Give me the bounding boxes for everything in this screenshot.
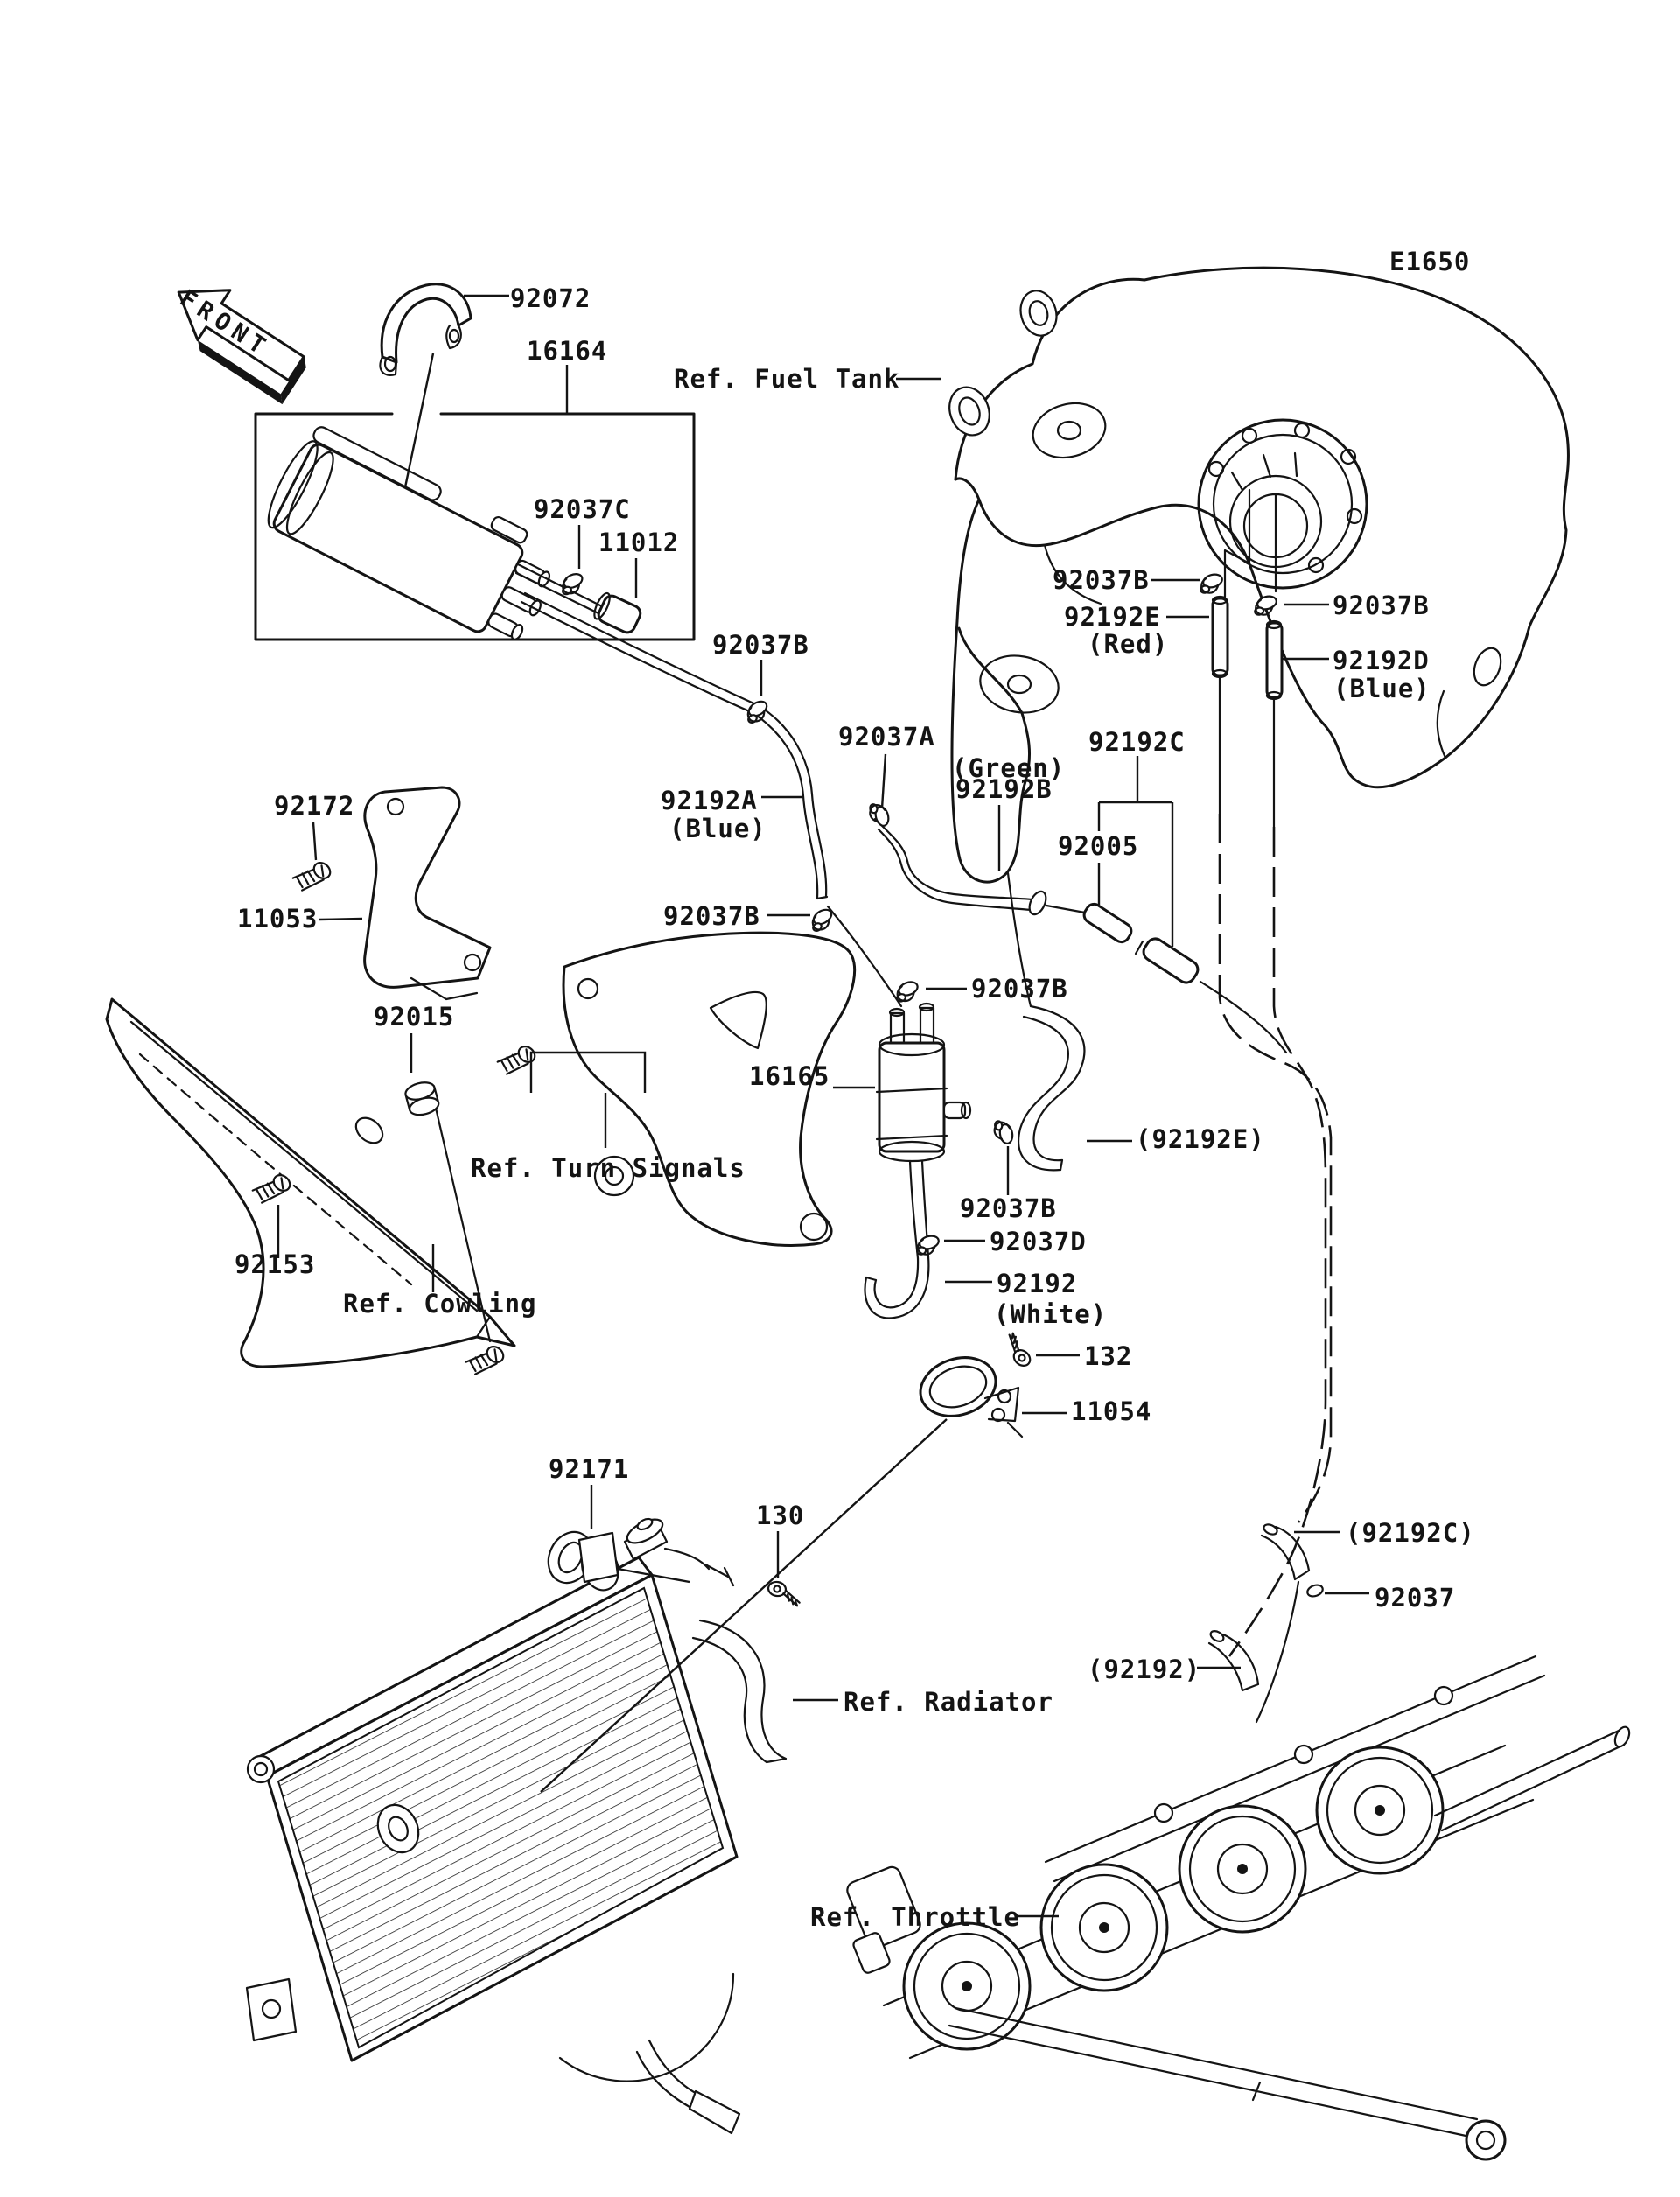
part-label-92037d: 92037D [990, 1227, 1087, 1256]
clamp-92037b-5-icon [892, 978, 922, 1005]
color-label-green: (Green) [952, 753, 1065, 783]
part-label-92037b-2: 92037B [1053, 565, 1150, 595]
bolt-130-icon [765, 1579, 804, 1607]
hose-92192-white [864, 1255, 930, 1319]
ref-throttle-label: Ref. Throttle [810, 1902, 1020, 1932]
clamp-92037b-6-icon [991, 1117, 1015, 1147]
color-label-blue-a: (Blue) [669, 814, 766, 843]
clamp-92037a-icon [866, 800, 892, 829]
throttle-assembly-drawing [846, 1655, 1631, 2161]
part-label-92037a: 92037A [838, 722, 935, 752]
ref-turn-signals-label: Ref. Turn Signals [471, 1153, 746, 1183]
screw-92153-icon [249, 1165, 294, 1212]
part-label-130: 130 [756, 1501, 804, 1530]
tube-92192d-blue [1265, 619, 1284, 701]
radiator-cap [623, 1517, 735, 1587]
hose-92192c-ref-drawing [1260, 1523, 1324, 1598]
fastener-icons [249, 570, 1280, 1607]
canister-assembly-drawing [267, 426, 760, 715]
hidden-hose-lines [1218, 676, 1333, 1724]
part-label-92037b-3: 92037B [1333, 591, 1430, 620]
part-label-11012: 11012 [598, 528, 679, 557]
part-label-92192a: 92192A [661, 786, 758, 815]
part-label-92015: 92015 [374, 1002, 454, 1032]
holder-bracket-92072-drawing [379, 283, 472, 376]
pipe-holder-11054-drawing [919, 1331, 1039, 1438]
hose-92192a-blue [752, 703, 829, 900]
color-label-blue-d: (Blue) [1334, 674, 1431, 703]
part-label-92192c-ref: (92192C) [1346, 1518, 1475, 1548]
part-label-92153: 92153 [234, 1249, 315, 1279]
part-label-92192-ref: (92192) [1088, 1655, 1200, 1684]
clamp-92037b-3-icon [1250, 593, 1280, 619]
part-label-11054: 11054 [1071, 1396, 1152, 1426]
part-label-16164: 16164 [527, 336, 607, 366]
part-label-92171: 92171 [549, 1454, 629, 1484]
clamp-92037d-icon [913, 1233, 942, 1258]
bushing-92015-icon [404, 1081, 440, 1116]
part-label-92037b-4: 92037B [663, 901, 760, 931]
main-stay-11053-drawing [363, 786, 492, 1001]
part-label-92037b-6: 92037B [960, 1193, 1057, 1223]
hose-92192e [1006, 871, 1086, 1172]
part-label-92192b: 92192B [956, 774, 1053, 804]
ref-cowling-label: Ref. Cowling [343, 1289, 537, 1319]
hose-92192-ref-drawing [1208, 1630, 1260, 1692]
ref-radiator-label: Ref. Radiator [844, 1687, 1054, 1717]
cowling-drawing [105, 997, 516, 1368]
radiator-drawing [245, 1517, 788, 2135]
part-label-92037b-5: 92037B [971, 974, 1068, 1004]
part-label-11053: 11053 [237, 904, 318, 934]
front-arrow: FRONT [175, 285, 306, 405]
leader-lines [276, 294, 1369, 1918]
turn-signal-stay-drawing [433, 931, 857, 1383]
part-label-92037c: 92037C [534, 494, 631, 524]
part-label-132: 132 [1084, 1341, 1132, 1371]
fuel-tank-drawing [948, 266, 1570, 884]
color-label-white: (White) [994, 1299, 1107, 1329]
wire-clamp-92171-drawing [547, 1530, 620, 1592]
label-mask [1050, 831, 1148, 863]
diagram-code: E1650 [1390, 247, 1470, 276]
part-label-92005: 92005 [1058, 831, 1138, 861]
clamp-92037c-icon [556, 570, 588, 598]
canister-box [254, 412, 696, 641]
part-label-92037b-1: 92037B [712, 630, 809, 660]
part-label-92037: 92037 [1375, 1583, 1455, 1613]
part-label-92172: 92172 [274, 791, 354, 821]
hose-92192b-green [873, 817, 1288, 1054]
part-label-92192e-ref: (92192E) [1136, 1124, 1265, 1154]
part-label-92192d: 92192D [1333, 646, 1430, 675]
clamp-92037b-2-icon [1196, 571, 1226, 597]
color-label-red: (Red) [1088, 629, 1168, 659]
tube-92192e-red [1211, 595, 1229, 679]
part-labels: E1650 Ref. Fuel Tank 92072 16164 92037C … [234, 247, 1475, 1932]
part-label-92192c: 92192C [1088, 727, 1186, 757]
part-label-92192e: 92192E [1064, 602, 1161, 632]
evap-valve-16165-drawing [826, 905, 972, 1260]
screw-92172-icon [290, 852, 334, 899]
part-label-16165: 16165 [749, 1061, 830, 1091]
ref-fuel-tank-label: Ref. Fuel Tank [674, 364, 900, 394]
part-label-92192: 92192 [997, 1269, 1077, 1298]
part-label-92072: 92072 [510, 283, 591, 313]
